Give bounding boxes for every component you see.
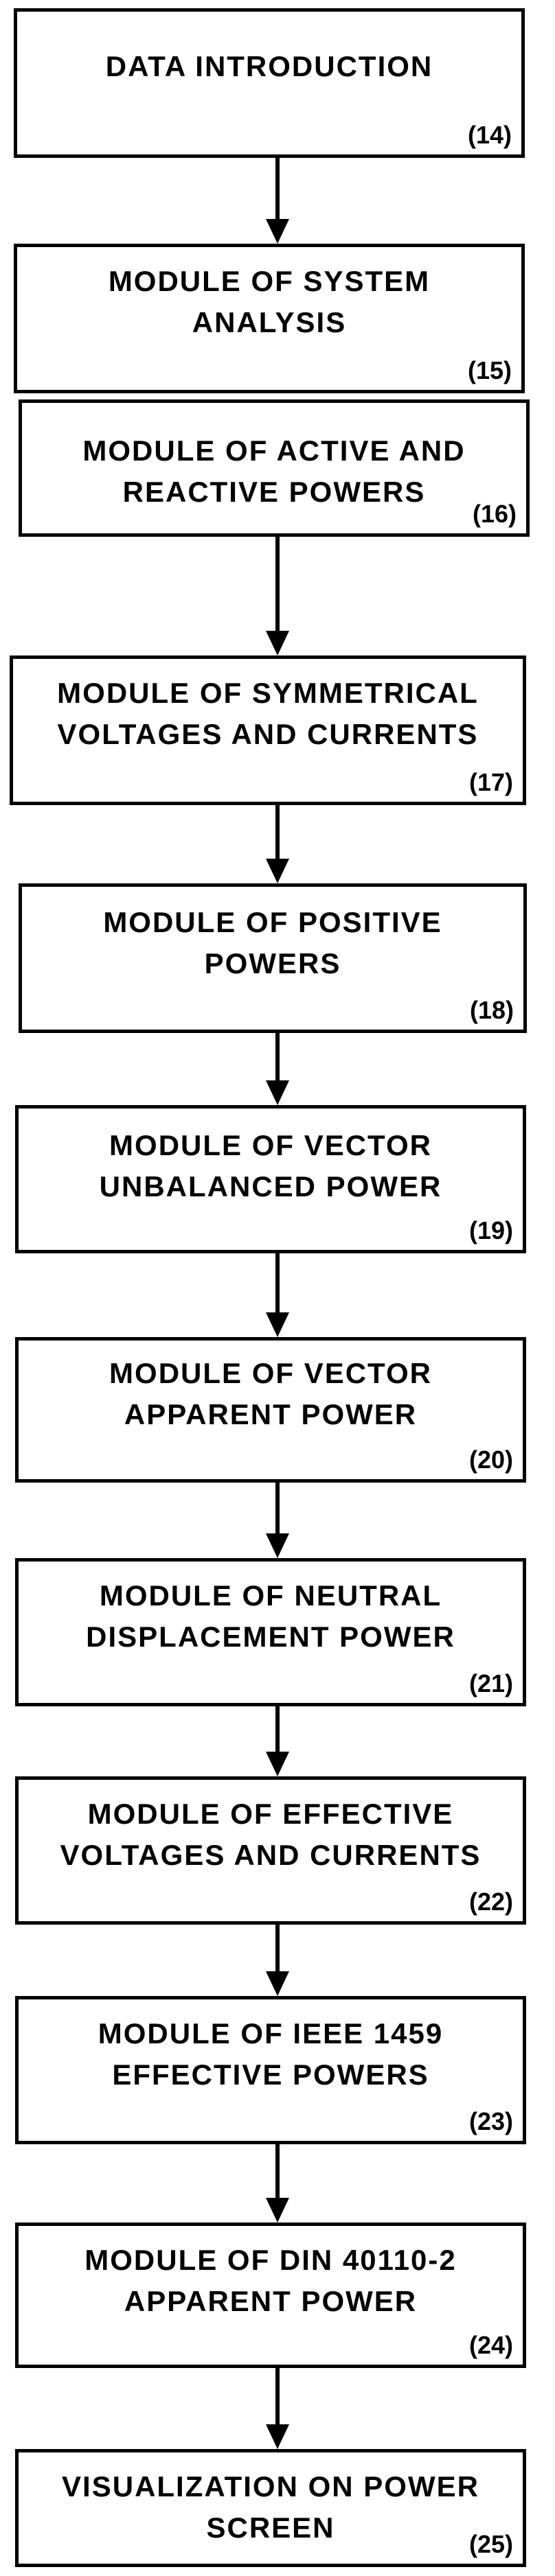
step-number: (21)	[468, 1669, 513, 1697]
arrow-head-icon	[266, 631, 289, 655]
arrow-line	[275, 805, 280, 863]
step-label: MODULE OF DIN 40110-2 APPARENT POWER	[84, 2244, 457, 2317]
flowchart-step-box: MODULE OF SYSTEM ANALYSIS (15)	[14, 244, 525, 393]
arrow-line	[275, 1033, 280, 1084]
step-label: MODULE OF VECTOR APPARENT POWER	[109, 1357, 432, 1430]
arrow-head-icon	[266, 859, 289, 883]
flowchart-step-box: MODULE OF VECTOR APPARENT POWER (20)	[15, 1337, 526, 1483]
step-number: (22)	[468, 1888, 513, 1916]
arrow-head-icon	[266, 1971, 289, 1996]
arrow-head-icon	[266, 2424, 289, 2449]
step-number: (14)	[467, 121, 512, 149]
flowchart-step-box: MODULE OF SYMMETRICAL VOLTAGES AND CURRE…	[10, 655, 526, 805]
arrow-line	[275, 1706, 280, 1756]
flowchart-step-box: MODULE OF EFFECTIVE VOLTAGES AND CURRENT…	[15, 1776, 526, 1925]
flowchart-step-box: MODULE OF ACTIVE AND REACTIVE POWERS(16)	[19, 399, 530, 537]
arrow-head-icon	[266, 1080, 289, 1105]
step-label: MODULE OF VECTOR UNBALANCED POWER	[99, 1129, 442, 1203]
step-label: MODULE OF SYSTEM ANALYSIS	[108, 265, 431, 338]
flowchart-step-box: MODULE OF POSITIVE POWERS (18)	[19, 883, 527, 1033]
step-label: MODULE OF NEUTRAL DISPLACEMENT POWER	[86, 1579, 455, 1653]
step-number: (16)	[472, 500, 517, 528]
flowchart-step-box: MODULE OF DIN 40110-2 APPARENT POWER (24)	[15, 2223, 526, 2368]
step-number: (24)	[468, 2331, 513, 2359]
arrow-line	[275, 2368, 280, 2428]
flowchart-step-box: MODULE OF IEEE 1459 EFFECTIVE POWERS (23)	[15, 1996, 526, 2144]
arrow-line	[275, 1925, 280, 1975]
arrow-line	[275, 2144, 280, 2202]
step-number: (20)	[468, 1446, 513, 1474]
arrow-head-icon	[266, 1533, 289, 1558]
step-label: DATA INTRODUCTION	[105, 50, 433, 82]
step-number: (15)	[467, 356, 512, 384]
step-number: (23)	[468, 2107, 513, 2135]
arrow-head-icon	[266, 219, 289, 244]
step-label: MODULE OF ACTIVE AND REACTIVE POWERS	[82, 434, 466, 508]
step-label: MODULE OF EFFECTIVE VOLTAGES AND CURRENT…	[60, 1798, 482, 1871]
step-label: MODULE OF IEEE 1459 EFFECTIVE POWERS	[98, 2017, 444, 2091]
arrow-head-icon	[266, 1312, 289, 1337]
arrow-line	[275, 1483, 280, 1538]
flowchart-step-box: VISUALIZATION ON POWER SCREEN(25)	[15, 2449, 526, 2567]
arrow-head-icon	[266, 2198, 289, 2223]
flowchart-step-box: MODULE OF NEUTRAL DISPLACEMENT POWER (21)	[15, 1558, 526, 1706]
arrow-line	[275, 1253, 280, 1316]
step-number: (25)	[468, 2530, 513, 2558]
step-number: (18)	[469, 996, 514, 1024]
step-label: MODULE OF POSITIVE POWERS	[103, 906, 442, 979]
arrow-line	[275, 537, 280, 635]
step-label: MODULE OF SYMMETRICAL VOLTAGES AND CURRE…	[57, 677, 479, 750]
step-number: (19)	[468, 1216, 513, 1244]
step-label: VISUALIZATION ON POWER SCREEN	[62, 2470, 479, 2544]
flowchart-step-box: DATA INTRODUCTION (14)	[14, 8, 525, 158]
flowchart-step-box: MODULE OF VECTOR UNBALANCED POWER (19)	[15, 1105, 526, 1253]
step-number: (17)	[468, 768, 513, 796]
arrow-line	[275, 158, 280, 223]
arrow-head-icon	[266, 1752, 289, 1776]
